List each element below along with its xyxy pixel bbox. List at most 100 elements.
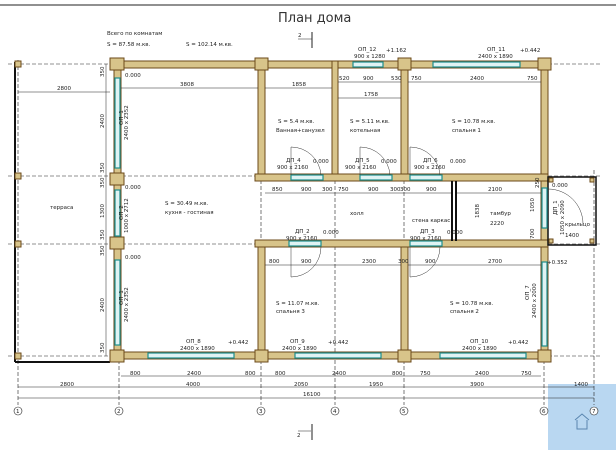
svg-text:ДП_2: ДП_2 (295, 229, 310, 235)
svg-text:350: 350 (100, 245, 106, 256)
svg-text:0.000: 0.000 (125, 73, 141, 79)
door-swings (290, 146, 584, 278)
svg-text:+0.442: +0.442 (228, 340, 248, 346)
svg-text:900 x 2160: 900 x 2160 (286, 236, 318, 242)
svg-text:ОП_11: ОП_11 (487, 47, 505, 53)
svg-text:+0.442: +0.442 (328, 340, 348, 346)
svg-text:3: 3 (259, 409, 263, 415)
svg-text:900 x 2160: 900 x 2160 (345, 165, 377, 171)
svg-text:1300: 1300 (100, 204, 106, 218)
terrace-label: терраса (50, 205, 73, 211)
svg-text:900 x 2160: 900 x 2160 (277, 165, 309, 171)
svg-text:900 x 1280: 900 x 1280 (354, 54, 386, 60)
svg-text:3900: 3900 (470, 382, 484, 388)
svg-text:ОП_1: ОП_1 (119, 290, 125, 305)
svg-text:300: 300 (398, 259, 409, 265)
terrace-outline (14, 60, 110, 363)
dimension-lines (18, 64, 594, 399)
summary-area-total: S = 102.14 м.кв. (186, 42, 233, 48)
section-mark-top: 2 (298, 32, 313, 48)
svg-text:2700: 2700 (488, 259, 502, 265)
svg-text:900: 900 (363, 76, 374, 82)
svg-text:2400: 2400 (475, 371, 489, 377)
svg-text:0.000: 0.000 (447, 230, 463, 236)
vestibule-label: тамбур (490, 211, 511, 217)
svg-text:350: 350 (100, 162, 106, 173)
svg-text:2: 2 (117, 409, 121, 415)
watermark-badge (548, 384, 616, 450)
svg-text:900: 900 (426, 187, 437, 193)
svg-text:700: 700 (530, 228, 536, 239)
svg-text:350: 350 (100, 66, 106, 77)
room-name: спальня 1 (452, 128, 481, 134)
svg-text:+1.162: +1.162 (386, 48, 406, 54)
porch-dim: 1400 (565, 233, 579, 239)
svg-text:1950: 1950 (369, 382, 383, 388)
svg-text:350: 350 (100, 229, 106, 240)
summary-area-rooms: S = 87.58 м.кв. (107, 42, 151, 48)
svg-text:900 x 2160: 900 x 2160 (414, 165, 446, 171)
room-area: S = 5.4 м.кв. (278, 119, 315, 125)
svg-text:ДП_3: ДП_3 (420, 229, 435, 235)
svg-text:530: 530 (391, 76, 402, 82)
svg-text:250: 250 (535, 177, 541, 188)
svg-text:0.000: 0.000 (450, 159, 466, 165)
svg-text:300: 300 (322, 187, 333, 193)
svg-text:2400 x 2000: 2400 x 2000 (532, 283, 538, 318)
svg-text:5: 5 (402, 409, 406, 415)
svg-text:+0.442: +0.442 (520, 48, 540, 54)
svg-text:4: 4 (333, 409, 337, 415)
svg-text:850: 850 (272, 187, 283, 193)
room-name: кухня - гостиная (165, 210, 214, 216)
svg-text:750: 750 (521, 371, 532, 377)
svg-text:750: 750 (411, 76, 422, 82)
porch (547, 176, 597, 246)
svg-text:2400 x 1890: 2400 x 1890 (180, 346, 215, 352)
svg-text:ОП_1: ОП_1 (119, 110, 125, 125)
svg-text:6: 6 (542, 409, 546, 415)
svg-text:1050: 1050 (530, 198, 536, 212)
svg-text:800: 800 (130, 371, 141, 377)
porch-label: крыльцо (565, 222, 591, 228)
svg-text:800: 800 (245, 371, 256, 377)
plan-title: План дома (278, 11, 351, 26)
vestibule-dim: 2220 (490, 221, 504, 227)
svg-text:1400: 1400 (574, 382, 588, 388)
room-area: S = 10.78 м.кв. (450, 301, 494, 307)
svg-text:2800: 2800 (60, 382, 74, 388)
svg-text:800: 800 (269, 259, 280, 265)
svg-text:2100: 2100 (488, 187, 502, 193)
svg-text:2400 x 2352: 2400 x 2352 (124, 287, 130, 322)
room-area: S = 5.11 м.кв. (350, 119, 390, 125)
svg-text:ОП_12: ОП_12 (358, 47, 376, 53)
svg-text:1858: 1858 (292, 82, 306, 88)
svg-text:3808: 3808 (180, 82, 194, 88)
room-name: спальня 2 (450, 309, 479, 315)
svg-text:900: 900 (425, 259, 436, 265)
svg-text:+0.352: +0.352 (547, 260, 567, 266)
room-area: S = 11.07 м.кв. (276, 301, 320, 307)
svg-text:2050: 2050 (294, 382, 308, 388)
room-name: котельная (350, 128, 380, 134)
windows (114, 61, 548, 359)
dimension-labels: 3808 1858 520 900 530 750 2400 750 1758 … (57, 66, 588, 398)
svg-text:1000 x 2712: 1000 x 2712 (124, 198, 130, 233)
svg-text:ОП_7: ОП_7 (525, 285, 531, 300)
svg-text:ОП_9: ОП_9 (290, 339, 305, 345)
axis-markers: 1 2 3 4 5 6 7 (13, 406, 599, 416)
svg-text:0.000: 0.000 (381, 159, 397, 165)
svg-text:0.000: 0.000 (552, 183, 568, 189)
room-name: спальня 3 (276, 309, 305, 315)
svg-text:ДП_4: ДП_4 (286, 158, 301, 164)
svg-text:0.000: 0.000 (323, 230, 339, 236)
svg-text:300: 300 (400, 187, 411, 193)
svg-text:ДП_5: ДП_5 (355, 158, 370, 164)
svg-text:2: 2 (297, 433, 301, 439)
room-labels: S = 5.4 м.кв. Ванная+санузел S = 5.11 м.… (50, 119, 591, 315)
svg-text:750: 750 (527, 76, 538, 82)
svg-text:1: 1 (16, 409, 20, 415)
svg-text:2400 x 1890: 2400 x 1890 (478, 54, 513, 60)
svg-text:520: 520 (339, 76, 350, 82)
